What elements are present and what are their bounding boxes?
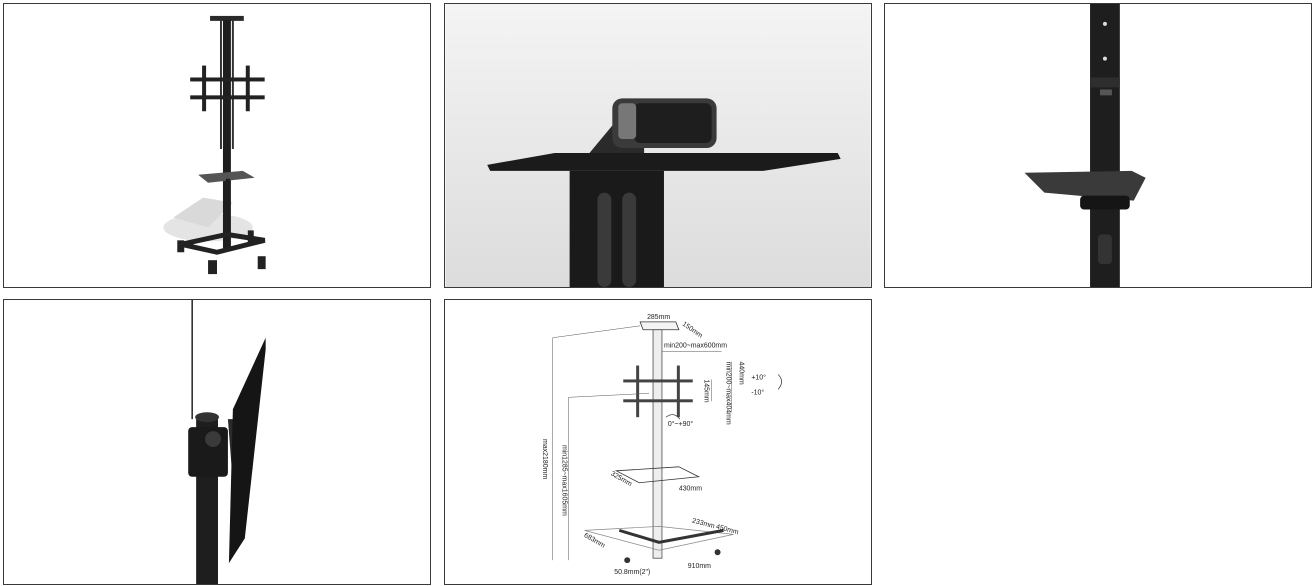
shelf bbox=[614, 466, 701, 484]
dim-top-depth: 150mm bbox=[681, 321, 704, 340]
dim-caster-size: 50.8mm(2") bbox=[614, 569, 650, 576]
base-legs bbox=[618, 528, 724, 544]
dim-vesa-vertical: min200~max404mm bbox=[725, 362, 732, 425]
dim-bracket-spacing: 145mm bbox=[703, 379, 710, 402]
dim-rotation: 0°~+90° bbox=[668, 420, 693, 428]
pole-shelf-closeup bbox=[884, 3, 1312, 288]
bracket-top bbox=[623, 379, 693, 383]
dimension-drawing: 285mm 150mm min200~max600mm 440mm min200… bbox=[541, 314, 783, 576]
dim-vesa-horizontal: min200~max600mm bbox=[664, 343, 727, 350]
dim-base-width: 910mm bbox=[688, 563, 711, 570]
pole-shelf-photo bbox=[1024, 4, 1146, 287]
dim-base-width-right: 450mm bbox=[715, 524, 739, 537]
tv-cart-full-view bbox=[3, 3, 431, 288]
dim-base-depth-right: 233mm bbox=[691, 518, 715, 531]
dim-tilt-down: -10° bbox=[751, 388, 764, 396]
main-pole bbox=[652, 329, 663, 559]
dim-base-depth-left: 683mm bbox=[583, 532, 607, 550]
top-plate bbox=[639, 321, 680, 331]
dimension-diagram: 285mm 150mm min200~max600mm 440mm min200… bbox=[444, 299, 872, 585]
dim-total-height: max2180mm bbox=[541, 439, 548, 479]
tilt-mount-photo bbox=[188, 300, 266, 584]
dim-top-width: 285mm bbox=[647, 314, 670, 321]
bracket-bottom bbox=[623, 399, 693, 403]
dim-center-height: min1285~max1605mm bbox=[561, 445, 568, 516]
base-footprint bbox=[584, 526, 734, 551]
tilt-mount-side-view bbox=[3, 299, 431, 585]
dim-tilt-up: +10° bbox=[751, 373, 766, 381]
tv-cart-illustration bbox=[163, 15, 266, 275]
dim-bracket-height: 440mm bbox=[737, 362, 744, 385]
webcam-shelf-photo bbox=[445, 4, 871, 287]
webcam-on-top-shelf bbox=[444, 3, 872, 288]
dim-shelf-width: 430mm bbox=[679, 486, 702, 493]
